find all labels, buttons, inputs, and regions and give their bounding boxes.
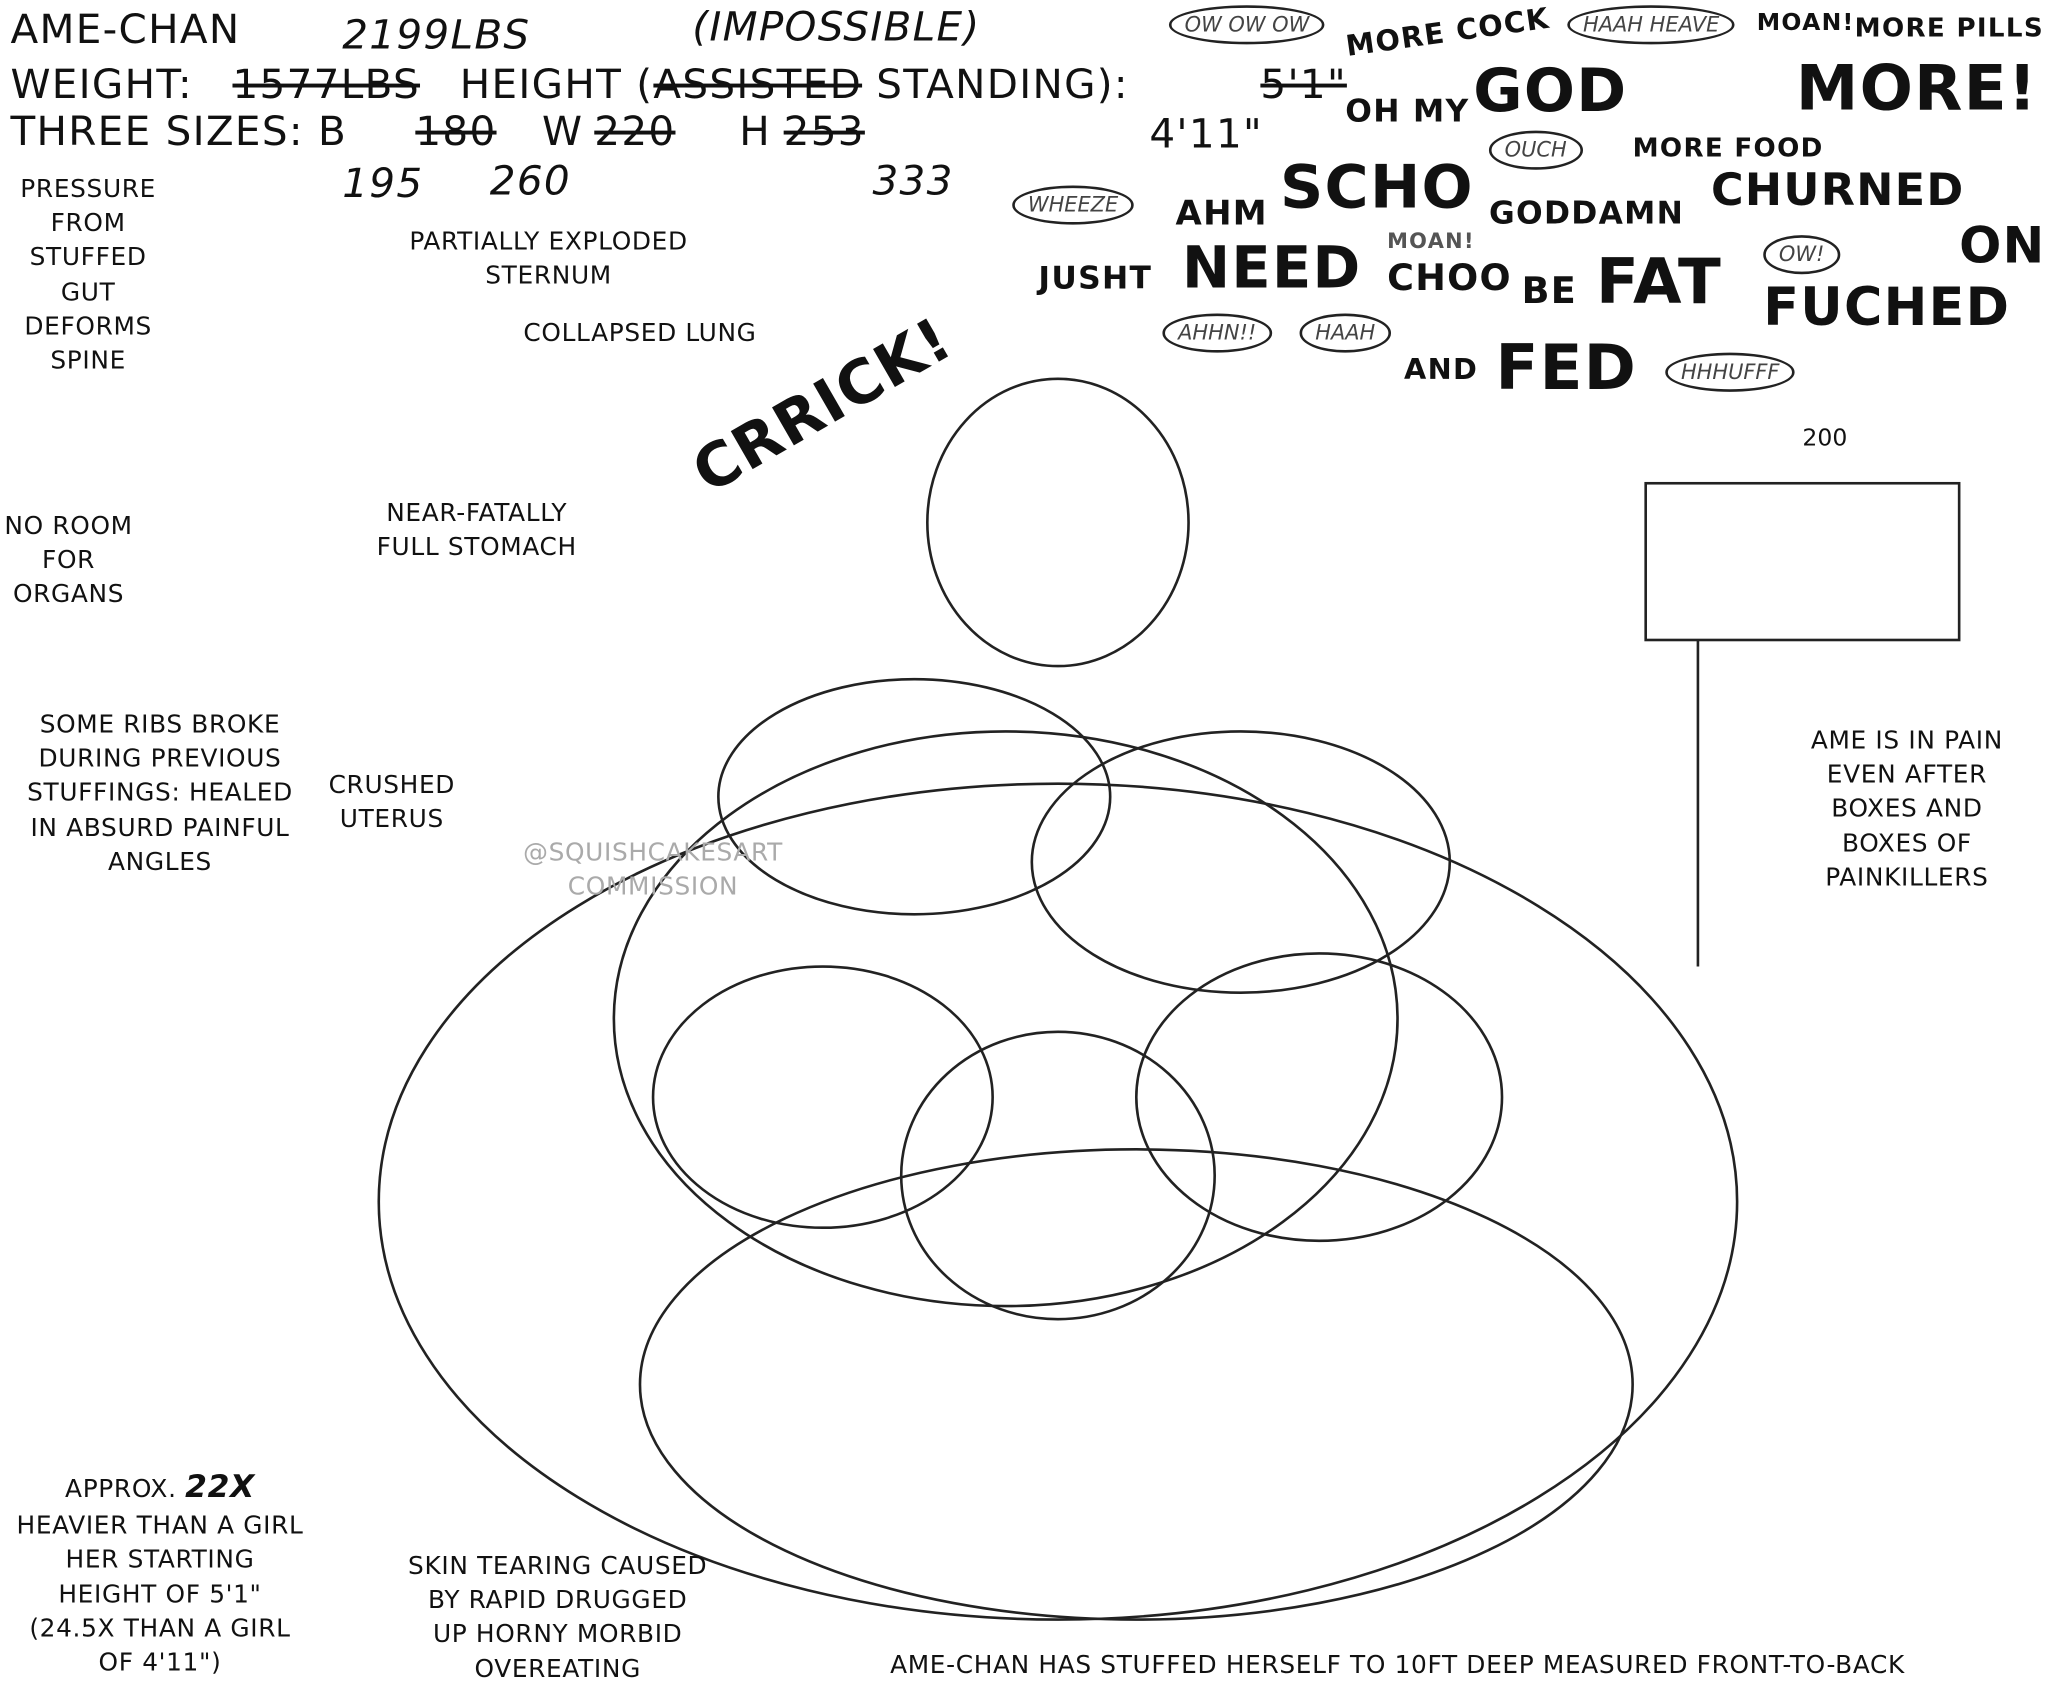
note-uterus: CRUSHED UTERUS [328, 770, 456, 834]
sfx-wheeze: WHEEZE [1012, 185, 1134, 225]
sfx-goddamn: GODDAMN [1488, 194, 1685, 232]
sfx-ow: OW! [1763, 235, 1841, 274]
sfx-fat: FAT [1596, 245, 1723, 319]
approx-text: HEAVIER THAN A GIRL HER STARTING HEIGHT … [16, 1511, 304, 1678]
note-weight-ratio: APPROX. 22X HEAVIER THAN A GIRL HER STAR… [13, 1465, 307, 1679]
bust-old: 180 [415, 108, 497, 156]
character-name: AME-CHAN [10, 6, 241, 54]
hip-label: H [739, 108, 772, 156]
sfx-haah-heave: HAAH HEAVE [1567, 5, 1736, 44]
sfx-god: GOD [1473, 54, 1628, 126]
height-new: 4'11" [1149, 111, 1263, 159]
approx-multiplier: 22X [185, 1468, 255, 1505]
impossible-note: (IMPOSSIBLE) [692, 3, 981, 51]
sfx-fed: FED [1495, 331, 1638, 405]
watermark: @SQUISHCAKESART COMMISSION [523, 838, 783, 902]
illustration-line-art [377, 377, 1961, 1621]
sfx-more-pills: MORE PILLS [1854, 11, 2044, 44]
sfx-fuched: FUCHED [1763, 278, 2011, 339]
sfx-more: MORE! [1795, 52, 2038, 126]
note-skin: SKIN TEARING CAUSED BY RAPID DRUGGED UP … [408, 1551, 708, 1684]
three-sizes-label: THREE SIZES: B [10, 108, 348, 156]
sfx-oh-my: OH MY [1345, 92, 1470, 130]
sfx-haah: HAAH [1299, 313, 1391, 353]
sfx-on: ON [1959, 216, 2046, 275]
height-old: 5'1" [1260, 61, 1347, 109]
approx-label: APPROX. [65, 1474, 177, 1504]
waist-old: 220 [594, 108, 676, 156]
sfx-ahhn: AHHN!! [1162, 313, 1272, 353]
sfx-moan-1: MOAN! [1756, 9, 1855, 37]
sfx-churned: CHURNED [1710, 164, 1965, 217]
sfx-more-food: MORE FOOD [1632, 131, 1824, 164]
sfx-owowow: OW OW OW [1168, 5, 1325, 44]
sfx-moan-2: MOAN! [1387, 228, 1475, 254]
waist-label: W [542, 108, 584, 156]
height-line: HEIGHT (ASSISTED STANDING): [460, 63, 1129, 108]
note-organs: NO ROOM FOR ORGANS [4, 511, 133, 610]
hip-new: 333 [872, 158, 954, 206]
weight-new: 2199LBS [342, 11, 531, 59]
height-label-b: STANDING): [862, 61, 1129, 109]
height-struck: ASSISTED [653, 61, 863, 109]
sfx-be: BE [1521, 269, 1578, 313]
note-ribs: SOME RIBS BROKE DURING PREVIOUS STUFFING… [27, 710, 293, 877]
note-depth: AME-CHAN HAS STUFFED HERSELF TO 10FT DEE… [890, 1650, 1905, 1680]
sfx-and: AND [1404, 353, 1479, 387]
sfx-ouch: OUCH [1488, 130, 1583, 170]
note-stomach: NEAR-FATALLY FULL STOMACH [376, 498, 577, 562]
sfx-ahm: AHM [1175, 194, 1268, 234]
sfx-choo: CHOO [1387, 255, 1512, 300]
note-spine: PRESSURE FROM STUFFED GUT DEFORMS SPINE [20, 175, 157, 375]
sfx-jusht: JUSHT [1038, 259, 1153, 297]
waist-new: 260 [489, 158, 571, 206]
note-sternum: PARTIALLY EXPLODED STERNUM [409, 227, 688, 291]
bust-new: 195 [342, 160, 424, 208]
sfx-scho: SCHO [1279, 151, 1474, 223]
weight-old: 1577LBS [232, 61, 421, 109]
height-label-a: HEIGHT ( [459, 61, 654, 109]
note-lung: COLLAPSED LUNG [523, 318, 757, 348]
note-pain: AME IS IN PAIN EVEN AFTER BOXES AND BOXE… [1810, 726, 2003, 892]
sfx-need: NEED [1182, 235, 1362, 302]
pill-box-label: 200 [1802, 424, 1848, 452]
hip-old: 253 [783, 108, 865, 156]
weight-label: WEIGHT: [10, 61, 193, 109]
sfx-hhhufff: HHHUFFF [1665, 352, 1796, 392]
